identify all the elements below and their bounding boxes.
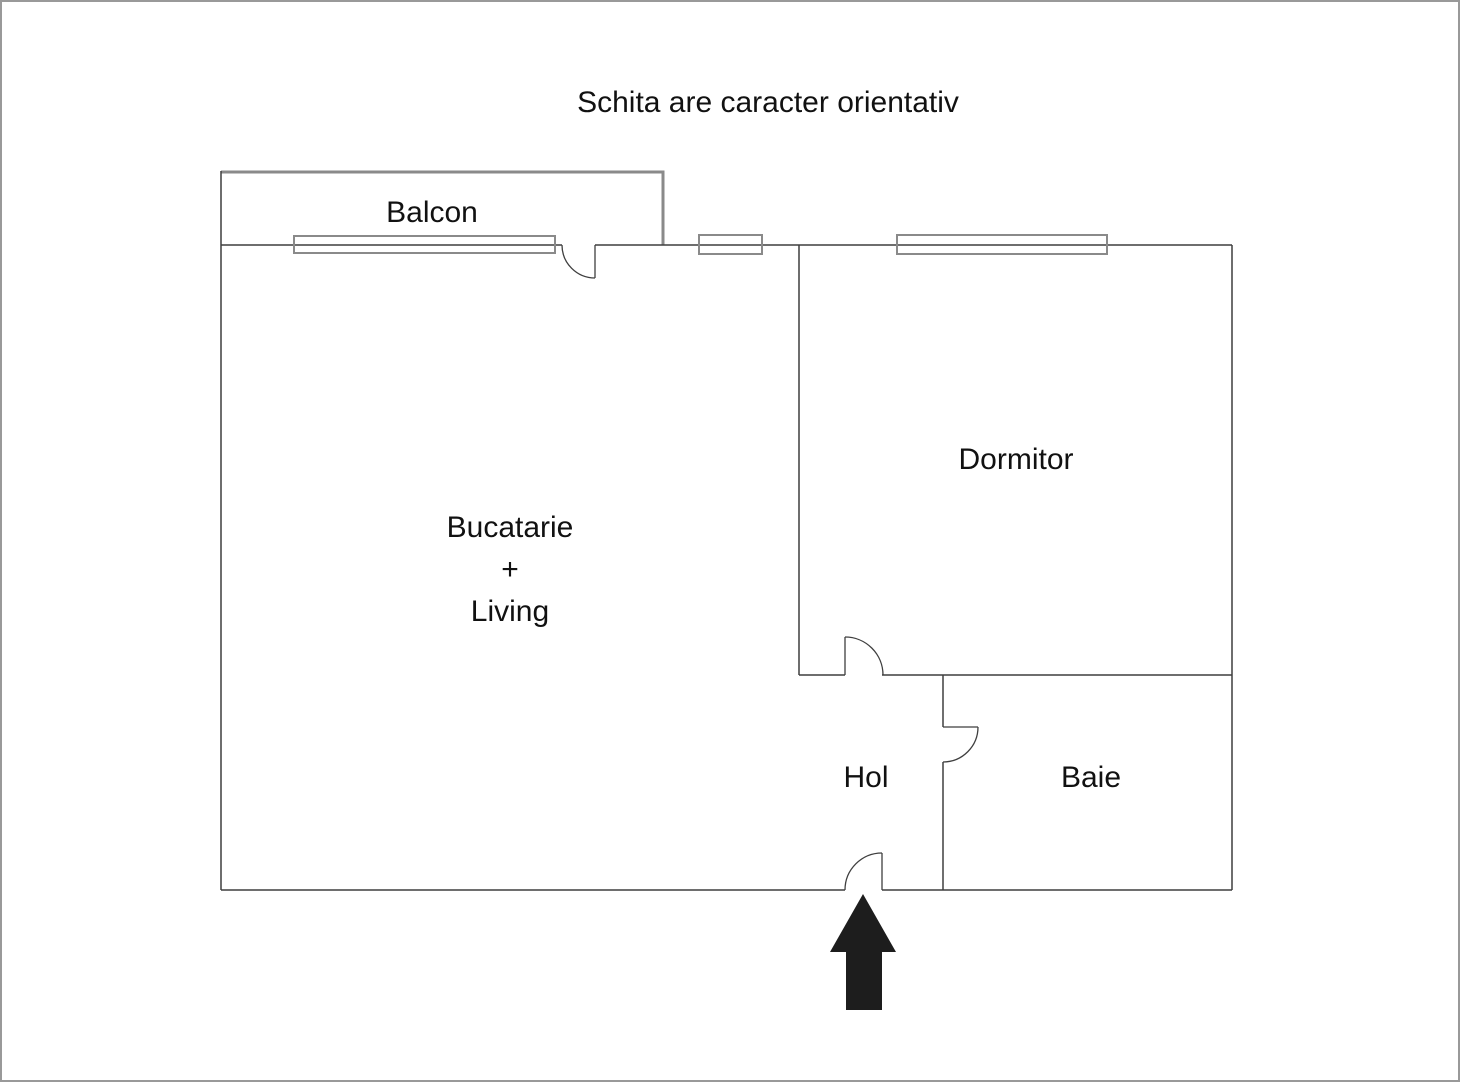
kitchen-living-label-line3: Living: [470, 595, 550, 628]
bedroom-label: Dormitor: [958, 443, 1074, 476]
entrance-door-arc: [844, 852, 883, 891]
balcony-label: Balcon: [386, 196, 478, 229]
bathroom-label: Baie: [1060, 761, 1122, 794]
balcony-door: [561, 244, 596, 279]
entrance-door: [844, 852, 883, 891]
bedroom-door: [844, 636, 884, 676]
bedroom-window: [896, 234, 1108, 255]
kitchen-small-window: [698, 234, 763, 255]
balcony-outline: [221, 170, 665, 245]
kitchen-living-label: Bucatarie + Living: [447, 507, 574, 633]
entrance-arrow-icon: [830, 894, 896, 1010]
kitchen-living-label-line2: +: [501, 553, 519, 586]
bathroom-door-arc: [942, 726, 979, 763]
bathroom-door: [942, 726, 979, 763]
kitchen-balcony-window: [293, 235, 556, 254]
plan-title: Schita are caracter orientativ: [577, 86, 959, 119]
balcony-door-arc: [561, 244, 596, 279]
hall-label: Hol: [843, 761, 889, 794]
kitchen-living-label-line1: Bucatarie: [446, 511, 574, 544]
bedroom-door-arc: [844, 636, 884, 676]
